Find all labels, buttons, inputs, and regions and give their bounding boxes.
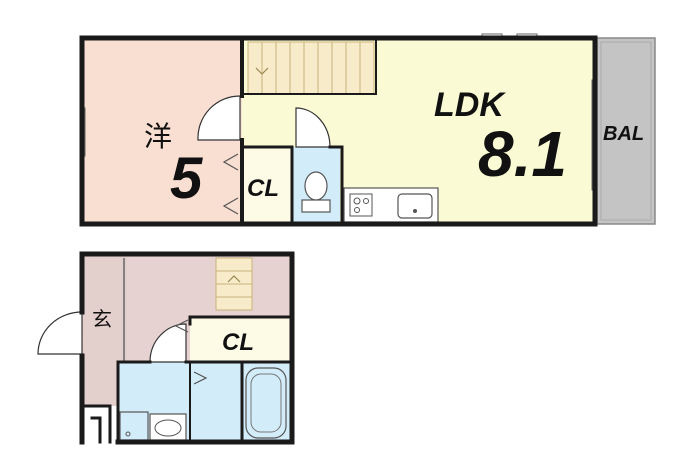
balcony-floor — [597, 38, 655, 224]
lower-floor: 玄 CL — [37, 251, 295, 445]
closet-door-marks — [222, 153, 239, 215]
western-room-label: 洋 — [144, 120, 172, 153]
washing-machine-icon — [119, 411, 149, 441]
washbasin-icon — [149, 413, 187, 441]
lower-closet-floor — [190, 317, 290, 362]
upper-closet-label: CL — [247, 175, 279, 202]
toilet-icon — [301, 171, 331, 213]
walls-upper — [79, 35, 598, 227]
lower-closet-label: CL — [222, 329, 254, 356]
lower-door-marks — [174, 319, 208, 385]
closet-floor — [242, 147, 292, 224]
ldk-label: LDK — [434, 86, 506, 124]
balcony-label: BAL — [603, 123, 644, 145]
western-room-size: 5 — [170, 146, 203, 211]
ldk-size: 8.1 — [478, 118, 567, 190]
walls-lower — [79, 251, 295, 445]
balcony-rail-inner — [600, 41, 652, 221]
door-swings-lower — [37, 311, 187, 363]
stove-icon — [349, 193, 373, 217]
entrance-label: 玄 — [92, 307, 112, 331]
upper-stairs — [247, 41, 375, 95]
kitchen-counter — [343, 187, 439, 223]
upper-floor: 洋 5 LDK 8.1 CL BAL — [79, 33, 656, 227]
lower-stairs — [215, 257, 253, 311]
sink-icon — [397, 193, 433, 219]
bathtub-icon — [245, 367, 287, 439]
door-swings-upper — [197, 95, 331, 148]
